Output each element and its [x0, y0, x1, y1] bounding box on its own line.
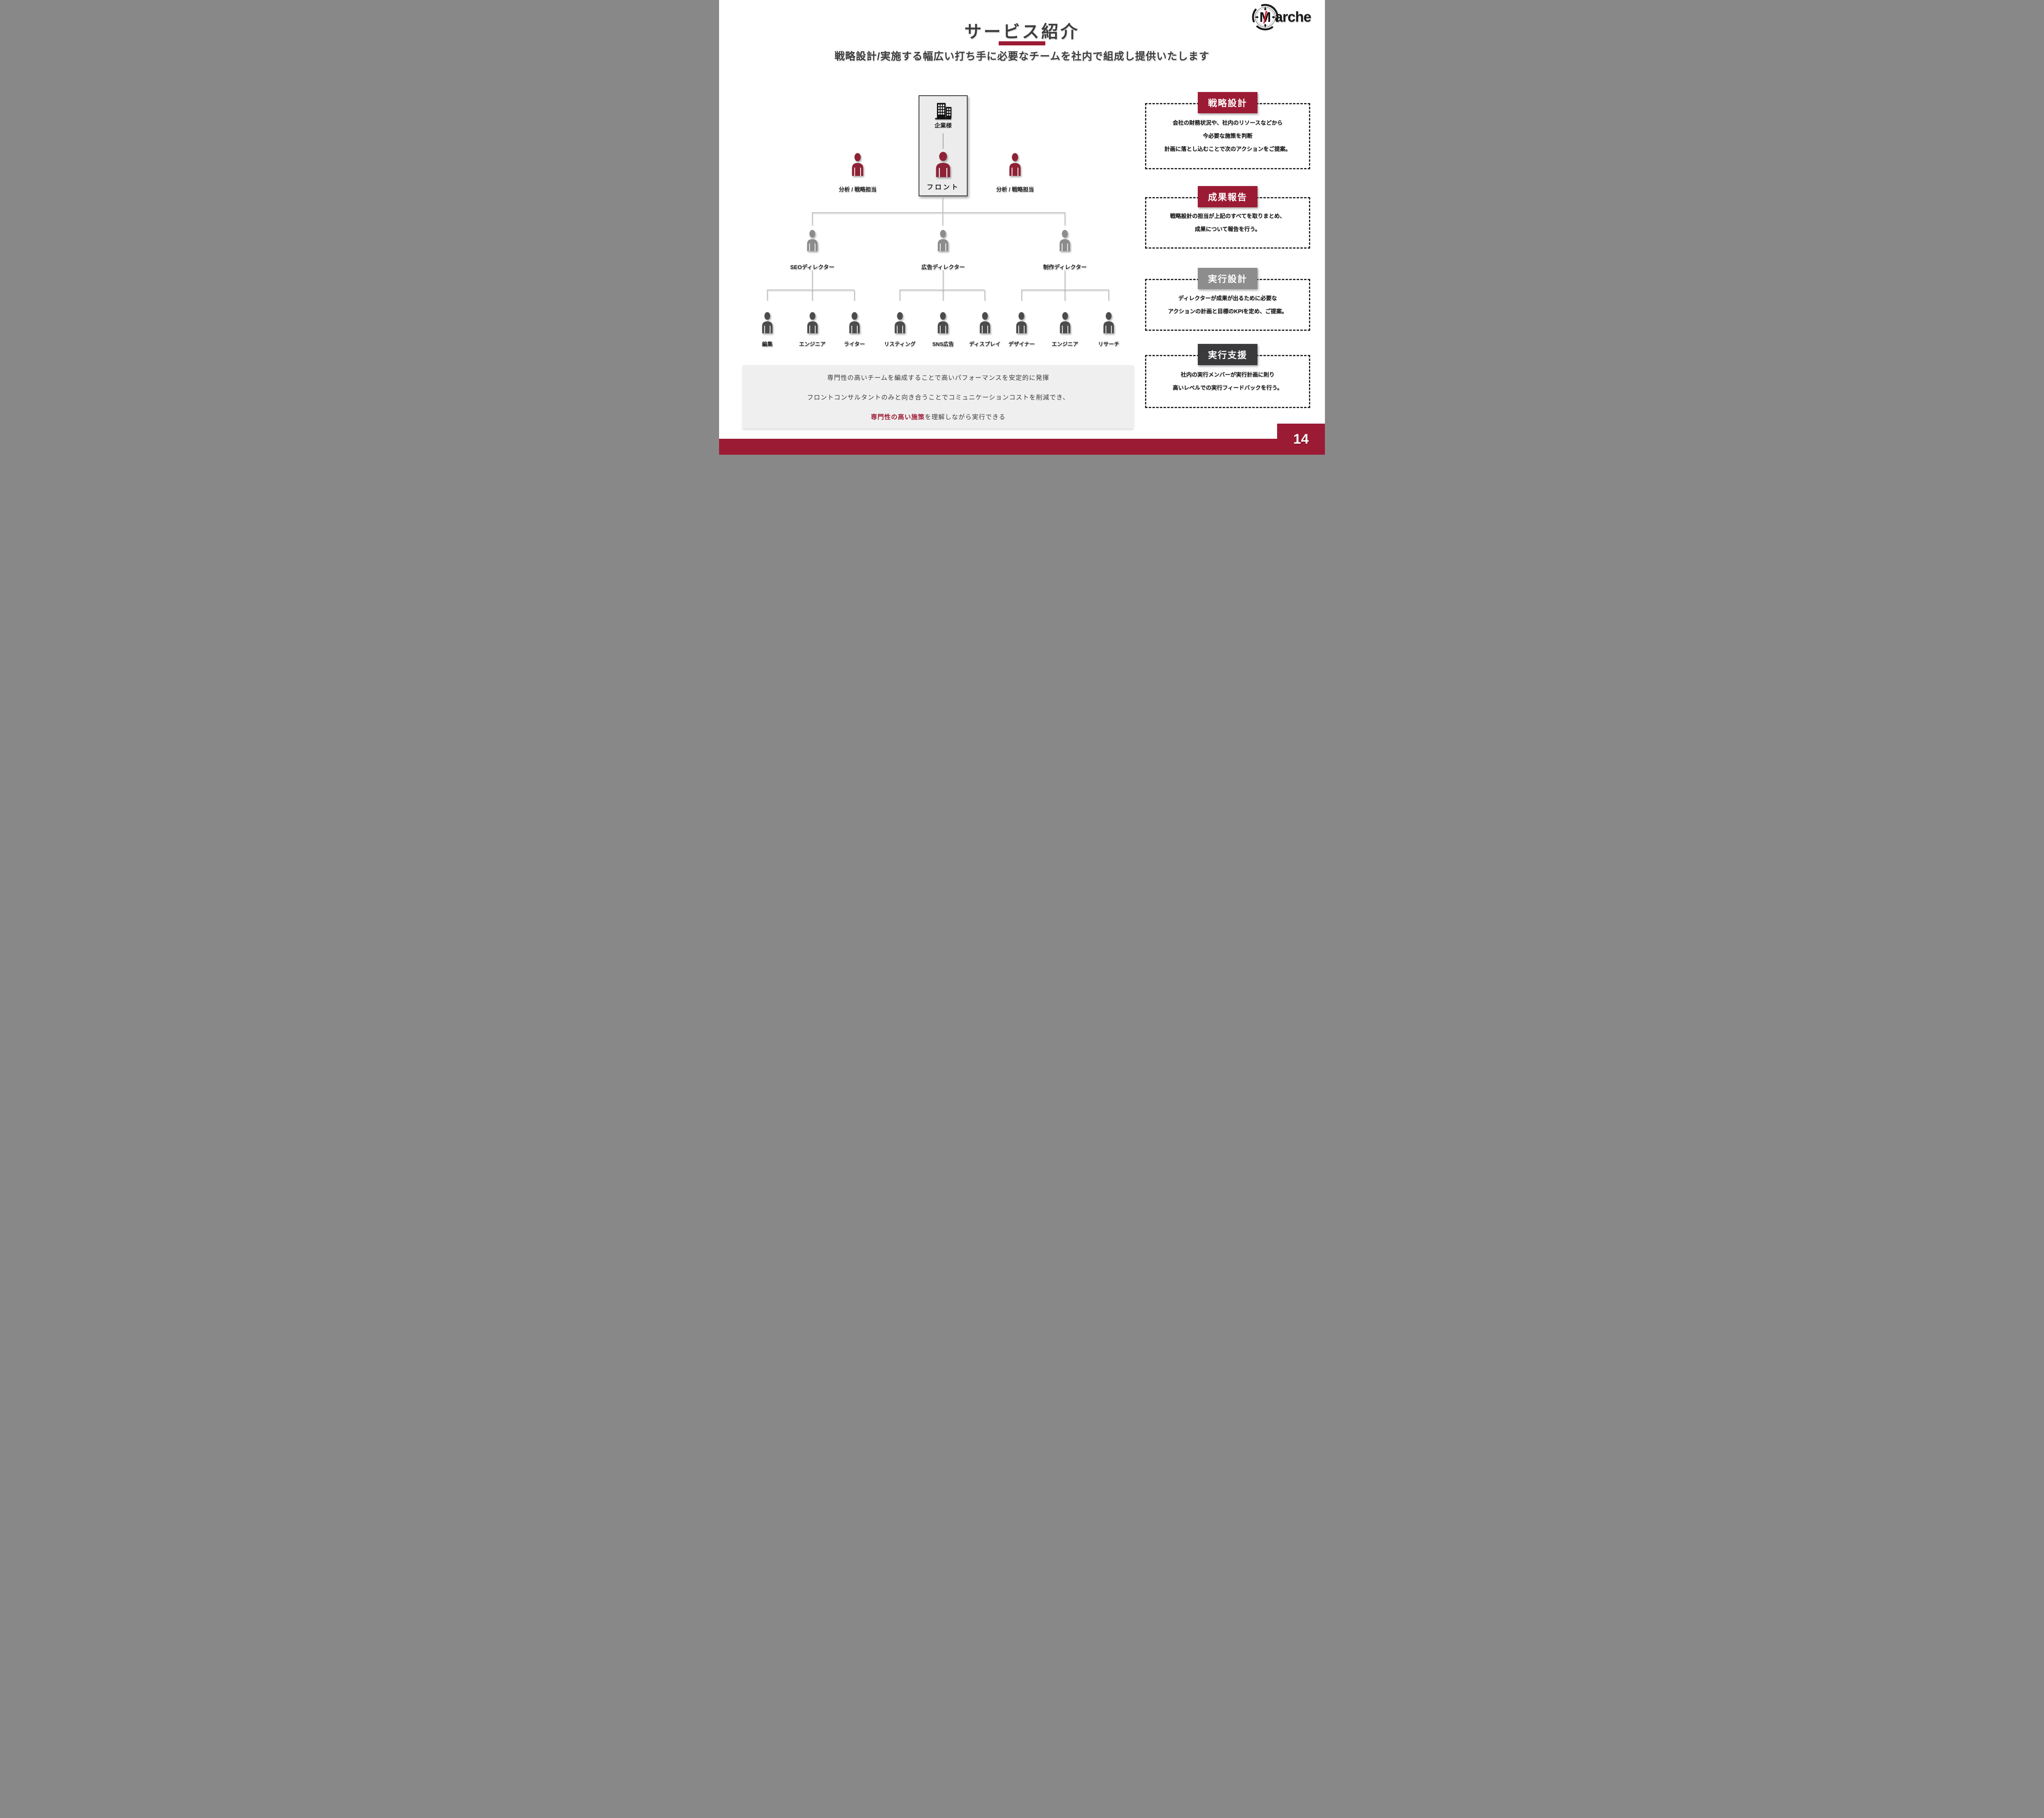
analyst-person-icon — [850, 153, 865, 176]
panel-text: アクションの計画と目標のKPIを定め、ご提案。 — [1168, 308, 1287, 314]
member-label: リスティング — [884, 341, 916, 347]
member-label: リサーチ — [1098, 341, 1120, 347]
front-label: フロント — [926, 184, 959, 191]
client-connector-line — [943, 133, 944, 149]
member-person-icon — [760, 312, 774, 333]
member-person-icon — [978, 312, 992, 333]
director-person-icon — [1058, 230, 1072, 251]
panel-text: 成果について報告を行う。 — [1195, 226, 1261, 232]
slide-page: サービス紹介 戦略設計/実施する幅広い打ち手に必要なチームを社内で組成し提供いた… — [719, 0, 1325, 455]
analyst-node-right: 分析 / 戦略担当 — [996, 153, 1034, 193]
panel-title-chip: 戦略設計 — [1198, 92, 1257, 113]
company-label: 企業様 — [935, 122, 952, 129]
panel-execution-support: 実行支援 社内の実行メンバーが実行計画に則り 高いレベルでの実行フィードバックを… — [1145, 344, 1310, 408]
building-icon — [933, 102, 953, 120]
panel-text: 会社の財務状況や、社内のリソースなどから — [1172, 120, 1283, 126]
member-node: リサーチ — [1098, 312, 1119, 348]
connector-line — [812, 270, 813, 301]
member-label: 編集 — [762, 341, 773, 347]
member-node: ディスプレイ — [969, 312, 1001, 348]
member-label: SNS広告 — [932, 341, 954, 347]
panel-text: 社内の実行メンバーが実行計画に則り — [1181, 372, 1275, 378]
panel-text: ディレクターが成果が出るために必要な — [1178, 295, 1277, 301]
title-underline — [999, 41, 1045, 45]
connector-line — [943, 270, 944, 301]
page-title: サービス紹介 — [964, 22, 1080, 41]
member-label: ライター — [844, 341, 865, 347]
page-number-box: 14 — [1277, 424, 1325, 455]
member-node: デザイナー — [1009, 312, 1035, 348]
summary-line: 専門性の高い施策を理解しながら実行できる — [871, 412, 1006, 421]
member-node: エンジニア — [799, 312, 826, 348]
page-number: 14 — [1293, 431, 1309, 447]
member-person-icon — [805, 312, 819, 333]
member-label: デザイナー — [1008, 341, 1035, 347]
director-person-icon — [936, 230, 950, 251]
client-front-box: 企業様 フロント — [919, 95, 968, 196]
logo-wordmark: arche — [1275, 9, 1311, 25]
director-node-seo: SEOディレクター — [790, 230, 834, 271]
connector-line — [812, 213, 813, 225]
member-label: エンジニア — [1051, 341, 1078, 347]
analyst-label: 分析 / 戦略担当 — [838, 186, 877, 193]
panel-execution-design: 実行設計 ディレクターが成果が出るために必要な アクションの計画と目標のKPIを… — [1145, 268, 1310, 331]
member-label: ディスプレイ — [969, 341, 1001, 347]
summary-line: フロントコンサルタントのみと向き合うことでコミュニケーションコストを削減でき、 — [807, 394, 1069, 401]
front-person-icon — [934, 152, 953, 177]
member-node: ライター — [844, 312, 865, 348]
member-label: エンジニア — [799, 341, 826, 347]
connector-line — [767, 290, 768, 301]
member-person-icon — [1102, 312, 1116, 333]
connector-line — [812, 212, 1065, 213]
panel-title-chip: 成果報告 — [1198, 186, 1257, 207]
summary-highlight: 専門性の高い施策 — [871, 413, 925, 421]
summary-box: 専門性の高いチームを編成することで高いパフォーマンスを安定的に発揮 フロントコン… — [743, 365, 1134, 429]
member-node: エンジニア — [1051, 312, 1078, 348]
director-node-production: 制作ディレクター — [1043, 230, 1087, 271]
member-person-icon — [893, 312, 907, 333]
analyst-label: 分析 / 戦略担当 — [996, 186, 1034, 193]
panel-text: 戦略設計の担当が上記のすべてを取りまとめ、 — [1170, 213, 1285, 219]
member-person-icon — [847, 312, 861, 333]
panel-text: 計画に落とし込むことで次のアクションをご提案。 — [1164, 146, 1291, 152]
panel-results-report: 成果報告 戦略設計の担当が上記のすべてを取りまとめ、 成果について報告を行う。 — [1145, 186, 1310, 249]
panel-title-chip: 実行支援 — [1198, 344, 1257, 365]
director-person-icon — [805, 230, 819, 251]
member-node: リスティング — [884, 312, 916, 348]
compass-logo-icon: M — [1252, 4, 1278, 31]
footer-bar — [719, 439, 1325, 455]
connector-line — [942, 213, 943, 225]
member-person-icon — [1058, 312, 1072, 333]
analyst-node-left: 分析 / 戦略担当 — [839, 153, 876, 193]
connector-line — [942, 196, 943, 212]
summary-rest: を理解しながら実行できる — [925, 413, 1006, 421]
member-node: SNS広告 — [932, 312, 954, 348]
company-logo: M arche — [1251, 3, 1311, 31]
analyst-person-icon — [1007, 153, 1023, 176]
member-node: 編集 — [760, 312, 774, 348]
director-label: 広告ディレクター — [921, 264, 965, 270]
director-node-ad: 広告ディレクター — [921, 230, 965, 271]
member-person-icon — [1015, 312, 1029, 333]
connector-line — [1021, 290, 1022, 301]
panel-title-chip: 実行設計 — [1198, 268, 1257, 289]
connector-line — [984, 290, 985, 301]
panel-text: 高いレベルでの実行フィードバックを行う。 — [1172, 385, 1283, 391]
director-label: SEOディレクター — [790, 264, 835, 270]
panel-strategy-design: 戦略設計 会社の財務状況や、社内のリソースなどから 今必要な施策を判断 計画に落… — [1145, 92, 1310, 169]
member-person-icon — [936, 312, 950, 333]
director-label: 制作ディレクター — [1043, 264, 1087, 270]
connector-line — [854, 290, 855, 301]
page-subtitle: 戦略設計/実施する幅広い打ち手に必要なチームを社内で組成し提供いたします — [834, 51, 1210, 62]
panel-text: 今必要な施策を判断 — [1203, 133, 1253, 139]
connector-line — [899, 290, 900, 301]
summary-line: 専門性の高いチームを編成することで高いパフォーマンスを安定的に発揮 — [827, 374, 1049, 382]
connector-line — [1108, 290, 1109, 301]
